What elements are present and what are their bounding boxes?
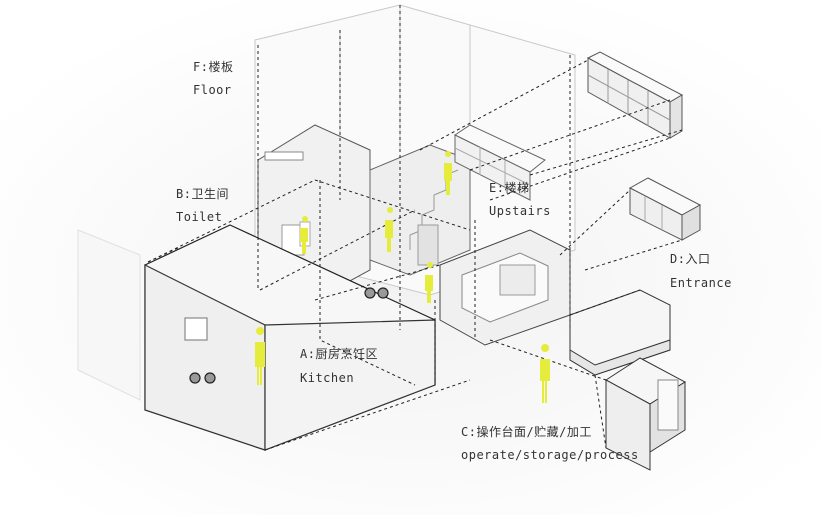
label-operate-cn: C:操作台面/贮藏/加工 (461, 425, 592, 439)
entrance-cabinet (628, 177, 702, 241)
entrance-box (605, 357, 686, 471)
label-floor-cn: F:楼板 (193, 60, 234, 74)
storage-shelf-top (586, 51, 684, 139)
figure-icon (255, 327, 265, 385)
label-kitchen-en: Kitchen (300, 371, 355, 385)
human-figures (255, 151, 550, 403)
label-entrance-cn: D:入口 (670, 252, 711, 266)
label-floor-en: Floor (193, 83, 232, 97)
figure-icon (425, 262, 434, 303)
label-kitchen-cn: A:厨房烹饪区 (300, 347, 378, 361)
kitchen-volume (144, 224, 436, 451)
figure-icon (300, 216, 309, 254)
upstairs-shelf (454, 124, 546, 201)
label-operate-en: operate/storage/process (461, 448, 639, 462)
label-upstairs-cn: E:楼梯 (489, 181, 530, 195)
dashed-guides (147, 5, 683, 451)
ghost-volume-left (77, 229, 141, 401)
label-upstairs-en: Upstairs (489, 204, 551, 218)
label-entrance-en: Entrance (670, 276, 732, 290)
figure-icon (385, 207, 394, 252)
figure-icon (540, 344, 550, 403)
middle-counter (439, 229, 571, 346)
figure-icon (444, 151, 452, 195)
label-toilet-cn: B:卫生间 (176, 187, 229, 201)
label-toilet-en: Toilet (176, 210, 223, 224)
stair-volume (369, 144, 471, 276)
